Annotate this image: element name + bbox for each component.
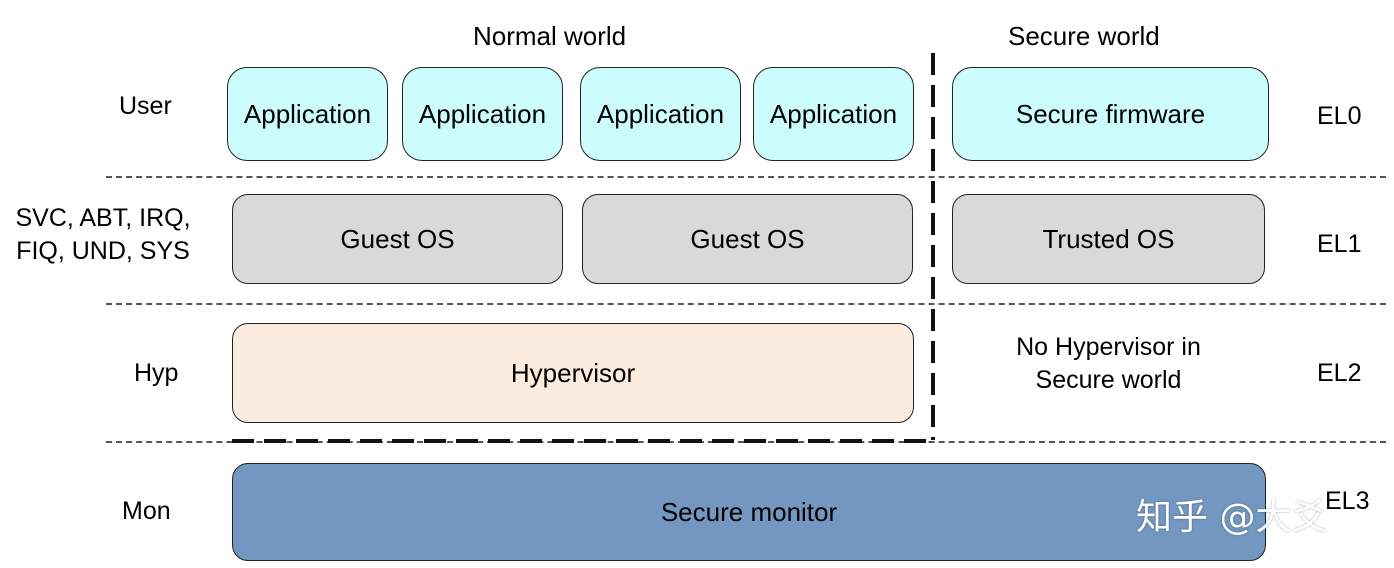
mode-label-mon: Mon <box>122 497 171 525</box>
hypervisor-box: Hypervisor <box>232 323 914 423</box>
separator-el1-el2 <box>106 303 1386 305</box>
separator-el0-el1 <box>106 176 1386 178</box>
mode-label-svc-line2: FIQ, UND, SYS <box>16 237 190 265</box>
exception-level-el2: EL2 <box>1317 359 1362 387</box>
application-box-1: Application <box>227 67 388 161</box>
exception-level-el3: EL3 <box>1325 487 1370 515</box>
mode-label-hyp: Hyp <box>134 359 179 387</box>
no-hypervisor-note: No Hypervisor in Secure world <box>952 331 1265 397</box>
exception-level-el1: EL1 <box>1317 230 1362 258</box>
secure-monitor-box: Secure monitor <box>232 463 1266 561</box>
mode-label-svc-line1: SVC, ABT, IRQ, <box>15 204 191 232</box>
application-box-3: Application <box>580 67 741 161</box>
trusted-os-box: Trusted OS <box>952 194 1265 284</box>
exception-level-el0: EL0 <box>1317 102 1362 130</box>
guest-os-box-1: Guest OS <box>232 194 563 284</box>
normal-world-header: Normal world <box>473 21 627 51</box>
no-hypervisor-line2: Secure world <box>1035 366 1182 394</box>
application-box-2: Application <box>402 67 563 161</box>
secure-world-header: Secure world <box>1008 21 1160 51</box>
watermark: 知乎 @大爻 <box>1136 497 1328 538</box>
mode-label-svc: SVC, ABT, IRQ, FIQ, UND, SYS <box>4 202 202 268</box>
guest-os-box-2: Guest OS <box>582 194 913 284</box>
secure-firmware-box: Secure firmware <box>952 67 1269 161</box>
mode-label-user: User <box>119 92 172 120</box>
no-hypervisor-line1: No Hypervisor in <box>1016 333 1201 361</box>
application-box-4: Application <box>753 67 914 161</box>
